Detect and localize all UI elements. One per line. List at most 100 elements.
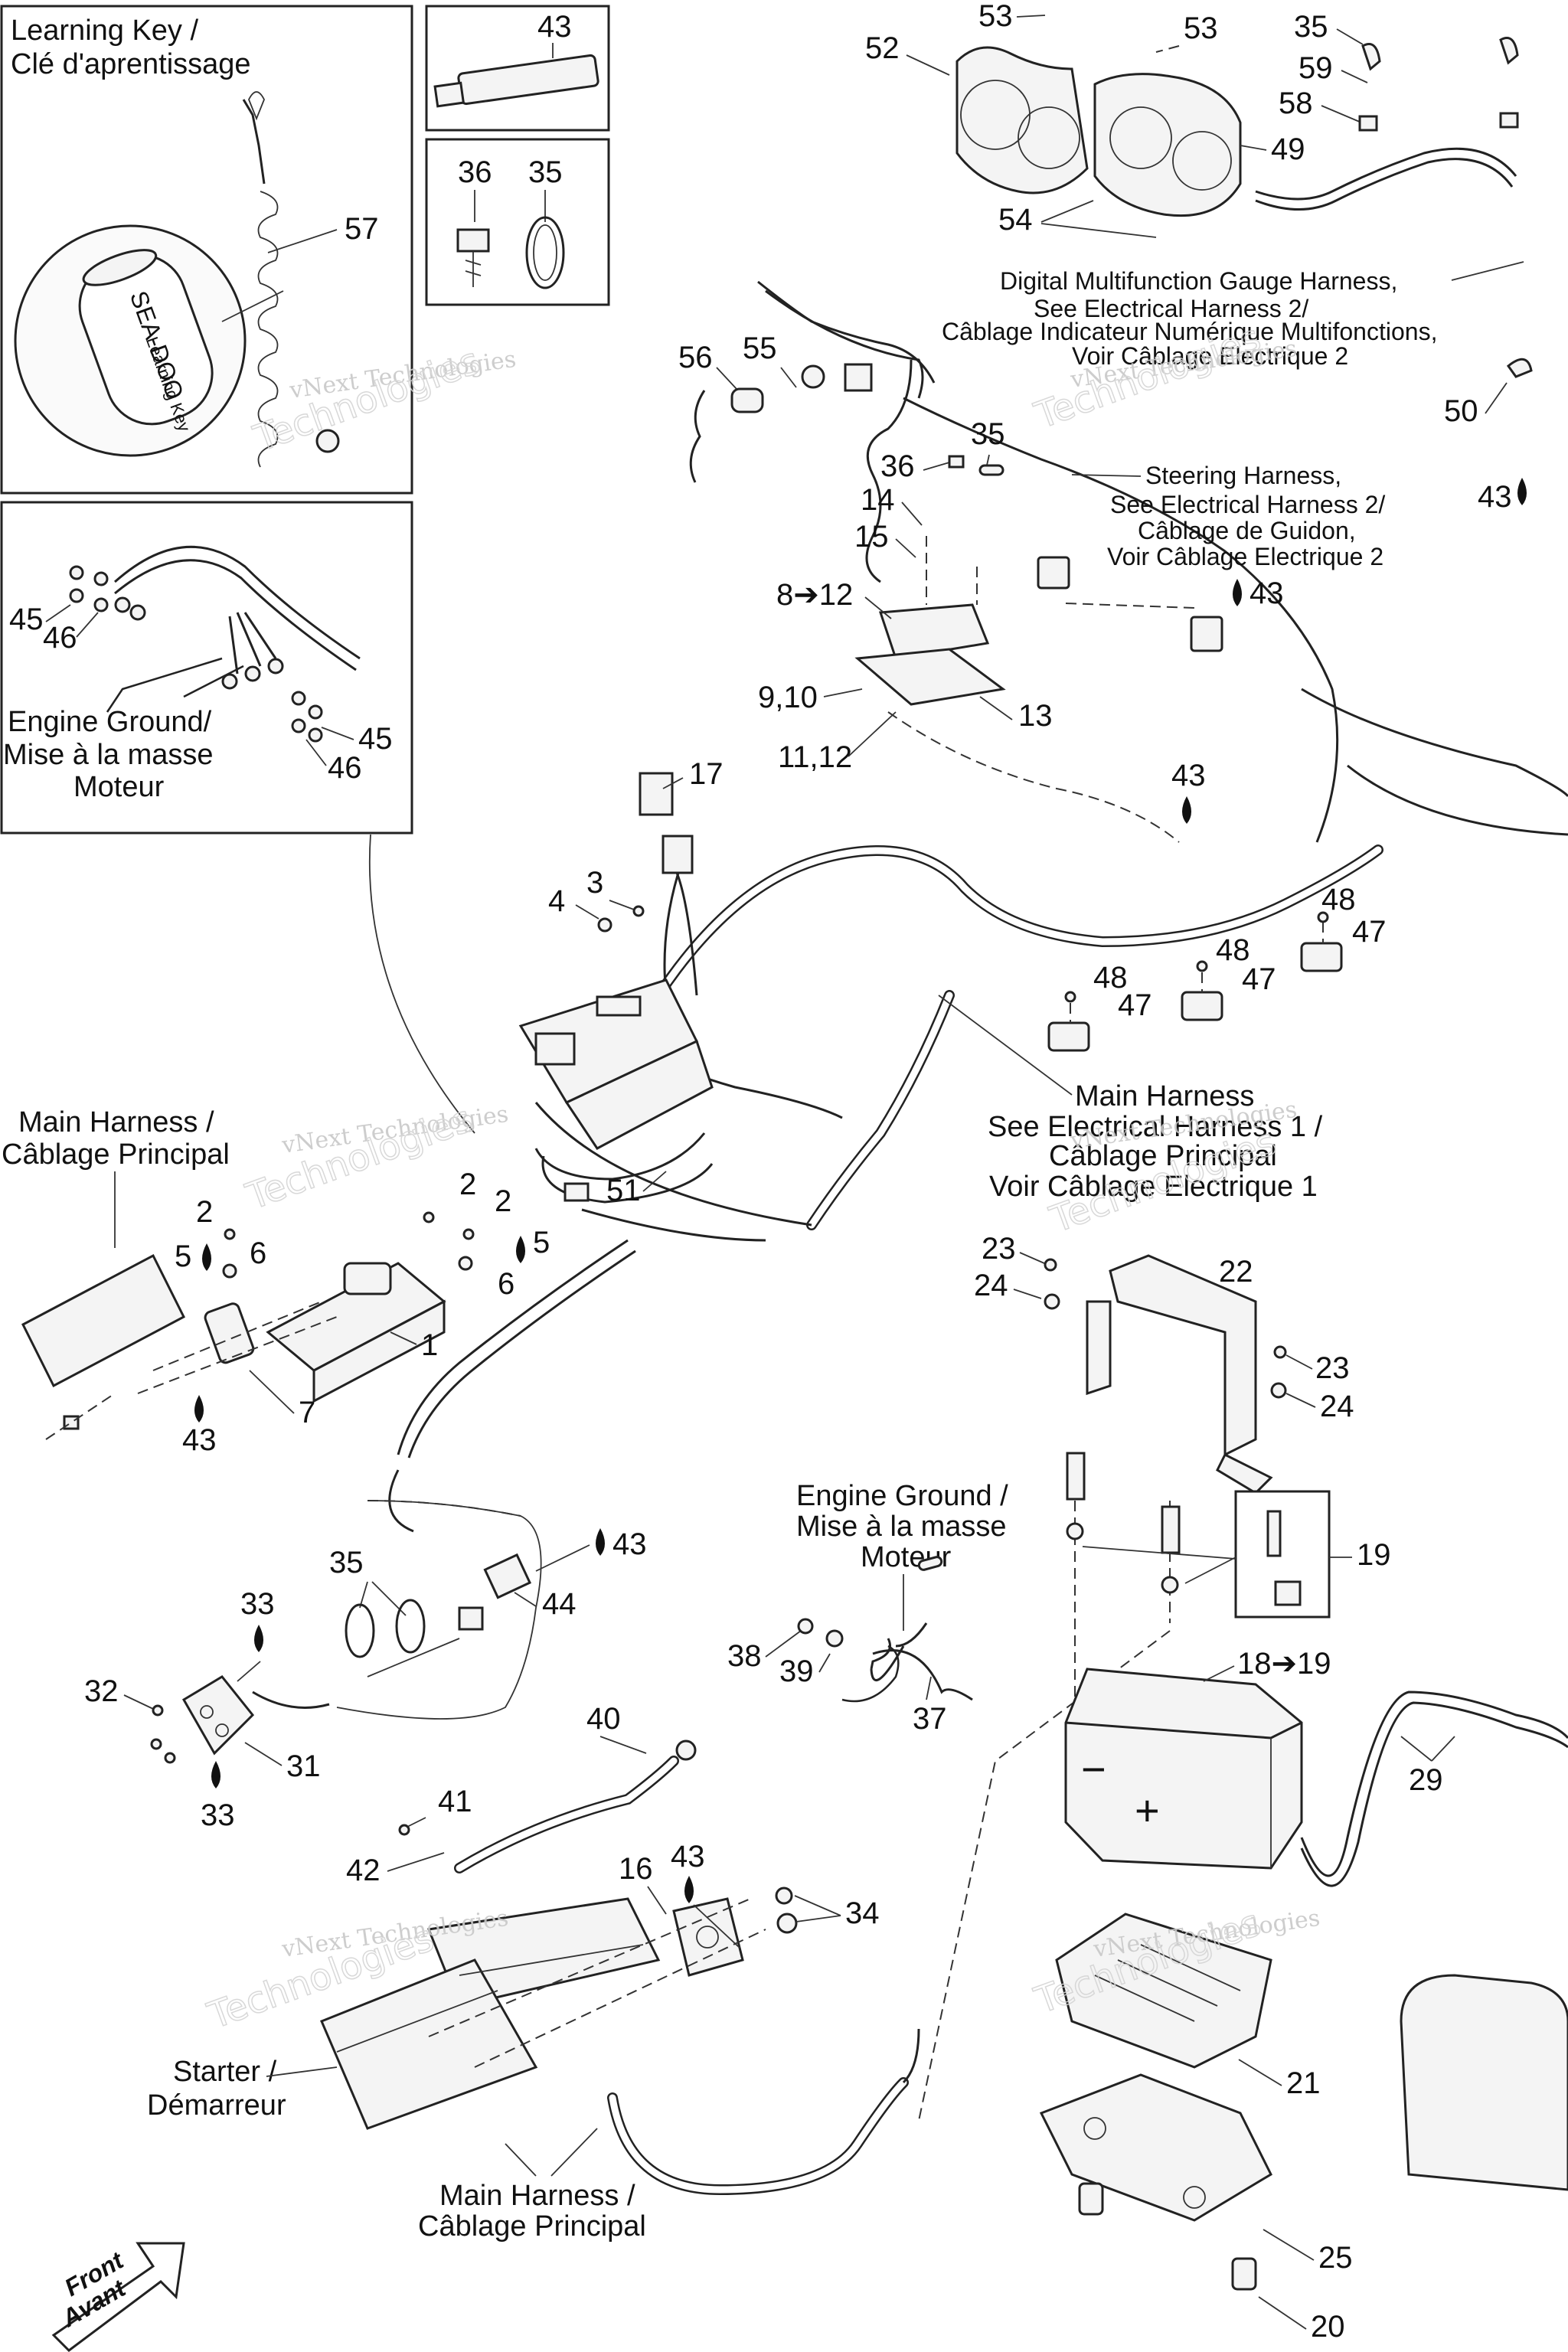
clip-58-59 — [1358, 43, 1381, 132]
cover-piece — [1400, 1974, 1568, 2191]
callout-9-10: 9,10 — [758, 681, 818, 714]
engine-ground-inset-line3: Moteur — [74, 771, 165, 803]
engine-ground-main-1: Engine Ground / — [796, 1480, 1008, 1512]
callout-24-b: 24 — [1320, 1390, 1354, 1423]
callout-55: 55 — [743, 332, 777, 365]
main-harness-left-2: Câblage Principal — [2, 1138, 230, 1171]
callout-37: 37 — [913, 1702, 947, 1736]
callout-14: 14 — [861, 483, 895, 517]
gauge-49 — [1093, 73, 1242, 217]
gauge-assembly: 53 53 52 49 54 35 59 58 50 43 Digital Mu… — [865, 0, 1533, 514]
callout-48-c: 48 — [1093, 961, 1128, 995]
cigarette-socket-56 — [689, 363, 873, 483]
steering-caption-2: See Electrical Harness 2/ — [1110, 491, 1385, 518]
callout-43-s: 43 — [1250, 577, 1284, 610]
battery-18: − + — [1064, 1668, 1303, 1870]
callout-8-12: 8➔12 — [776, 578, 853, 612]
watermark-3b: Technologies — [240, 1097, 478, 1218]
callout-13: 13 — [1018, 699, 1053, 733]
learning-key-title-1: Learning Key / — [11, 15, 198, 47]
callout-7: 7 — [299, 1396, 315, 1429]
battery-minus: − — [1081, 1745, 1106, 1793]
fastener-inset: 36 35 — [425, 138, 610, 306]
main-harness-right-3: Câblage Principal — [1049, 1140, 1277, 1172]
connector-17 — [639, 772, 674, 816]
engine-ground-cable: Engine Ground / Mise à la masse Moteur 3… — [727, 1480, 1008, 1736]
ring-terminals — [114, 596, 284, 690]
callout-43-r: 43 — [1478, 480, 1512, 514]
main-harness: 17 3 4 51 48 47 48 47 48 4 — [336, 757, 1387, 1720]
lanyard-coil — [257, 191, 279, 468]
callout-45-a: 45 — [9, 603, 44, 636]
starter-caption-2: Démarreur — [147, 2089, 286, 2122]
starter-motor — [320, 1897, 661, 2130]
main-harness-left-1: Main Harness / — [18, 1106, 214, 1138]
callout-53-a: 53 — [978, 0, 1013, 33]
callout-6-b: 6 — [498, 1267, 514, 1301]
gauge-caption-2: See Electrical Harness 2/ — [1034, 295, 1308, 322]
callout-19: 19 — [1357, 1538, 1391, 1572]
connector-44 — [458, 1553, 532, 1631]
callout-35-top: 35 — [528, 155, 563, 189]
callout-31: 31 — [286, 1749, 321, 1783]
main-harness-bottom-1: Main Harness / — [439, 2180, 635, 2212]
callout-1: 1 — [421, 1328, 438, 1362]
callout-54: 54 — [998, 203, 1033, 237]
callout-32: 32 — [84, 1674, 119, 1708]
callout-46-b: 46 — [328, 751, 362, 785]
gauge-bezel-52 — [956, 46, 1089, 194]
section-boundary — [368, 834, 475, 1134]
connector-top — [662, 835, 694, 874]
callout-33-b: 33 — [201, 1798, 235, 1832]
callout-50: 50 — [1444, 394, 1478, 428]
gauge-caption-4: Voir Câblage Electrique 2 — [1072, 342, 1348, 370]
callout-20: 20 — [1311, 2310, 1345, 2344]
callout-43-tube: 43 — [537, 10, 572, 44]
bolt-19 — [1066, 1452, 1181, 1594]
callout-48-b: 48 — [1216, 933, 1250, 967]
battery-bracket-22: 23 24 22 23 24 — [974, 1232, 1354, 1494]
starter-solenoid-16 — [672, 1897, 744, 1977]
callout-5-a: 5 — [175, 1240, 191, 1273]
gauge-caption-1: Digital Multifunction Gauge Harness, — [1000, 267, 1397, 295]
callout-57: 57 — [345, 212, 379, 246]
main-harness-right-1: Main Harness — [1075, 1080, 1254, 1112]
battery-plus: + — [1135, 1786, 1160, 1834]
sealant-tube — [433, 54, 599, 108]
callout-58: 58 — [1279, 87, 1313, 120]
callout-42: 42 — [346, 1854, 381, 1887]
solenoid-bracket-1 — [266, 1262, 446, 1403]
callout-41: 41 — [438, 1785, 472, 1818]
gauge-caption-3: Câblage Indicateur Numérique Multifoncti… — [942, 318, 1437, 345]
callout-23-a: 23 — [982, 1232, 1016, 1266]
callout-46-a: 46 — [43, 621, 77, 655]
callout-29: 29 — [1409, 1763, 1443, 1797]
callout-48-a: 48 — [1321, 883, 1356, 916]
battery-tray-21 — [1055, 1913, 1272, 2069]
callout-47-b: 47 — [1242, 962, 1276, 996]
callout-33-a: 33 — [240, 1587, 275, 1621]
callout-23-b: 23 — [1315, 1351, 1350, 1385]
hardware-19-box-items — [1266, 1510, 1302, 1606]
callout-43-v: 43 — [612, 1527, 647, 1561]
clip-50 — [1499, 37, 1533, 378]
steering-harness: 56 55 36 35 Steering Harness, See Electr… — [678, 280, 1568, 843]
engine-ground-inset: 45 46 45 46 Engine Ground/ Mise à la mas… — [0, 501, 413, 835]
clamp-47-48 — [1047, 911, 1343, 1052]
callout-56: 56 — [678, 341, 713, 374]
relay-7 — [204, 1302, 255, 1364]
learning-key-inset: Learning Key / Clé d'aprentissage SEA-DO… — [0, 5, 413, 495]
callout-35-r: 35 — [1294, 10, 1328, 44]
callout-49: 49 — [1271, 132, 1305, 166]
main-harness-right-2: See Electrical Harness 1 / — [988, 1111, 1323, 1143]
callout-43-u: 43 — [182, 1423, 217, 1457]
grommets-25-20 — [1078, 2182, 1257, 2291]
starter-caption-1: Starter / — [173, 2056, 277, 2088]
main-harness-right-4: Voir Câblage Electrique 1 — [989, 1171, 1318, 1203]
callout-34: 34 — [845, 1896, 880, 1930]
battery-assembly: 19 − + 18➔19 29 21 25 20 — [918, 1452, 1568, 2344]
callout-6-a: 6 — [250, 1236, 266, 1270]
callout-59: 59 — [1298, 51, 1333, 85]
callout-39: 39 — [779, 1655, 814, 1688]
tube-inset: 43 — [425, 5, 610, 132]
